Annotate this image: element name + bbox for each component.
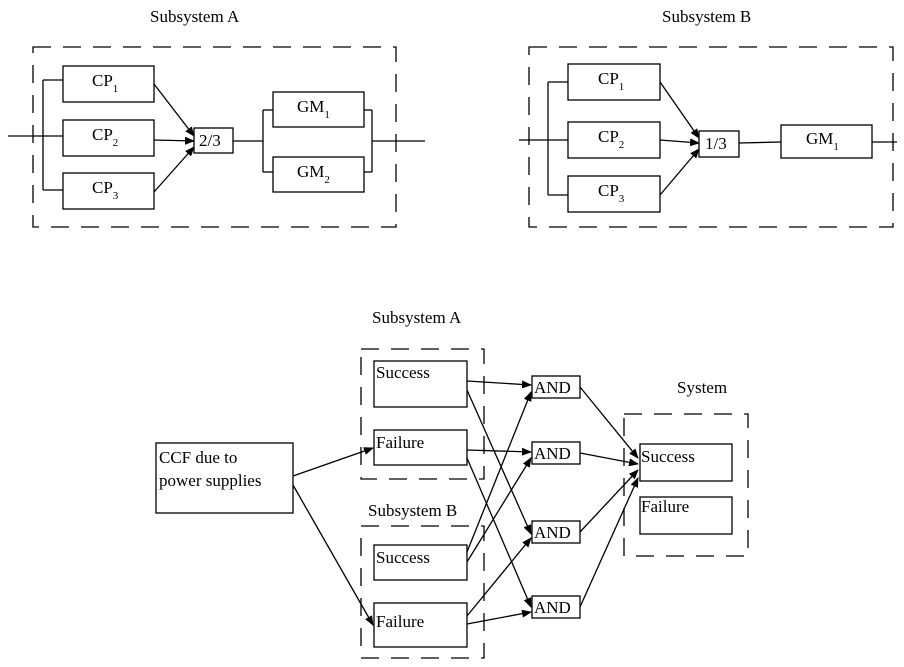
system-success-label: Success [641,447,695,466]
subsystem-a-success-label: Success [376,363,430,382]
subsystem-b-block: Subsystem B CP1 CP2 CP3 1/3 GM1 [519,7,897,228]
subsystem-a-cp3-label: CP3 [92,178,119,202]
system-failure-label: Failure [641,497,689,516]
subsystem-a-block: Subsystem A CP1 CP2 CP3 2/3 GM1 GM2 [8,7,425,228]
subsystem-b-cp3-label: CP3 [598,181,625,205]
network-system-boundary [623,413,749,557]
subsystem-b-success-box [373,544,468,581]
subsystem-b-title: Subsystem B [662,7,751,26]
subsystem-a-voter-label: 2/3 [199,131,221,150]
subsystem-a-failure-label: Failure [376,433,424,452]
network-subsystem-a-title: Subsystem A [372,308,462,327]
subsystem-a-cp1-label: CP1 [92,71,118,95]
subsystem-b-success-label: Success [376,548,430,567]
subsystem-b-cp1-label: CP1 [598,69,624,93]
subsystem-a-cp3-box [62,172,155,210]
subsystem-a-cp2-label: CP2 [92,125,118,149]
subsystem-a-failure-box [373,429,468,466]
and-gate-1-label: AND [534,378,571,397]
subsystem-a-gm2-box [272,156,365,193]
subsystem-b-boundary [528,46,894,228]
network-system-title: System [677,378,727,397]
subsystem-a-success-box [373,360,468,408]
subsystem-a-cp1-box [62,65,155,103]
ccf-to-a-failure-arrow [292,447,374,477]
subsystem-b-cp2-box [567,121,661,159]
network-subsystem-b-title: Subsystem B [368,501,457,520]
subsystem-a-title: Subsystem A [150,7,240,26]
system-failure-box [639,496,733,535]
and-gate-3-label: AND [534,523,571,542]
ccf-label-line1: CCF due to [159,448,237,467]
subsystem-a-gm2-label: GM2 [297,162,330,186]
subsystem-a-boundary [32,46,397,228]
and-gate-4-label: AND [534,598,571,617]
and-gate-2-label: AND [534,444,571,463]
ccf-label-line2: power supplies [159,471,261,490]
subsystem-a-gm1-box [272,91,365,128]
subsystem-a-cp2-box [62,119,155,157]
event-network: Subsystem A System Subsystem B CCF due t… [155,308,749,659]
subsystem-b-cp2-label: CP2 [598,127,624,151]
system-success-box [639,443,733,482]
subsystem-b-voter-label: 1/3 [705,134,727,153]
subsystem-b-failure-box [373,602,468,648]
subsystem-a-gm1-label: GM1 [297,97,330,121]
subsystem-b-voter-box [698,130,740,158]
subsystem-b-cp3-box [567,175,661,213]
ccf-box [155,442,294,514]
subsystem-b-failure-label: Failure [376,612,424,631]
ccf-to-b-failure-arrow [292,484,374,626]
network-subsystem-a-boundary [360,348,485,480]
network-subsystem-b-boundary [360,525,485,659]
subsystem-b-gm1-label: GM1 [806,129,839,153]
